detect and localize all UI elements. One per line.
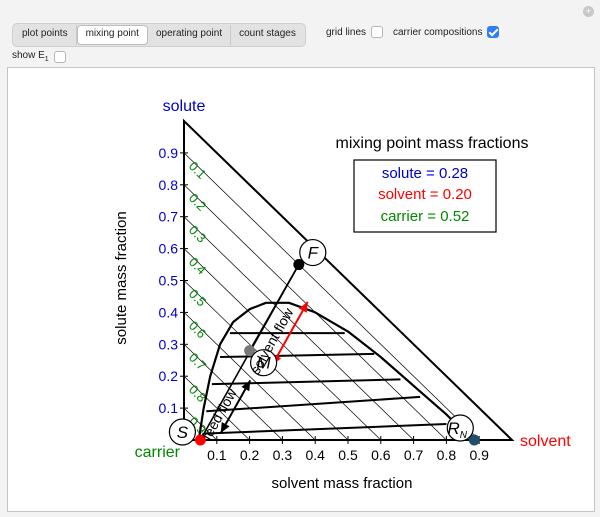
solute-tick-label: 0.1 [159,400,179,416]
carrier-grid-line [183,216,414,441]
solute-tick-label: 0.4 [159,304,179,320]
solvent-flow-arrow-head [298,301,308,313]
y-axis-label: solute mass fraction [113,211,130,344]
grid-lines-label: grid lines [326,26,367,38]
carrier-tick-label: 0.6 [186,318,209,341]
carrier-grid-line [183,248,382,441]
tab-operating-point[interactable]: operating point [148,25,232,45]
tab-mixing-point[interactable]: mixing point [76,25,148,45]
solute-tick-label: 0.3 [159,336,179,352]
carrier-tick-label: 0.2 [186,190,209,213]
carrier-tick-label: 0.3 [186,222,209,245]
point-m-label: M [257,354,272,373]
feed-flow-arrow-head [220,422,230,433]
carrier-grid-line [183,152,480,441]
solute-tick-label: 0.2 [159,368,179,384]
solvent-flow-arrow [271,301,309,366]
point-r-marker [468,434,480,446]
box-solute-value: solute = 0.28 [382,165,468,182]
solvent-tick-label: 0.8 [437,447,457,463]
carrier-tick-label: 0.4 [186,254,209,277]
ternary-plot: 0.1 0.2 0.3 0.4 0.5 0.6 0.7 0.8 0.9 0.1 0.2 0.3 0.4… [113,98,571,492]
point-f-marker [293,259,305,271]
solute-tick-label: 0.5 [159,273,179,289]
box-title: mixing point mass fractions [336,135,529,152]
solute-tick-label: 0.6 [159,241,179,257]
point-s-badge [168,418,196,446]
tab-plot-points[interactable]: plot points [14,25,77,45]
tab-count-stages[interactable]: count stages [239,28,296,39]
x-axis-label: solvent mass fraction [272,475,413,492]
carrier-compositions-checkbox[interactable] [487,26,500,38]
point-s-marker [194,434,206,446]
feed-flow-arrow-head [241,380,251,392]
solute-tick-label: 0.9 [159,145,179,161]
triangle-frame [183,118,515,441]
binodal-curve-group [197,301,474,441]
box-frame [353,159,497,233]
carrier-grid-line [183,344,283,441]
point-m-marker [244,345,256,357]
carrier-grid-line [183,375,250,441]
carrier-grid-line [183,312,316,441]
show-e1-control: show E1 [12,50,66,63]
grid-lines-checkbox[interactable] [371,26,384,38]
solvent-tick-label: 0.1 [207,447,227,463]
solvent-tick-label: 0.9 [469,447,489,463]
binodal-curve [197,301,474,441]
mixing-point-box: mixing point mass fractions solute = 0.2… [336,135,529,233]
point-m-badge [250,349,278,377]
corner-label-carrier: carrier [135,444,181,461]
box-solvent-value: solvent = 0.20 [378,186,472,203]
triangle-outline [183,118,515,441]
plot-panel: 0.1 0.2 0.3 0.4 0.5 0.6 0.7 0.8 0.9 0.1 0.2 0.3 0.4… [7,67,595,512]
corner-label-solute: solute [163,98,206,115]
point-f-badge [299,238,327,267]
feed-flow-arrow [219,379,252,434]
tie-line [220,352,375,359]
solute-tick-label: 0.8 [159,177,179,193]
solute-tick-label: 0.7 [159,209,179,225]
point-r-subscript: N [460,430,468,441]
carrier-compositions-label: carrier compositions [393,26,483,38]
box-carrier-value: carrier = 0.52 [381,208,470,225]
tie-lines [203,332,447,435]
carrier-tick-label: 0.5 [186,286,209,309]
tie-line [206,395,421,413]
tie-line [203,423,447,435]
solvent-tick-label: 0.6 [371,447,391,463]
solvent-tick-label: 0.2 [240,447,260,463]
tie-line [211,378,401,386]
show-e1-label: show E1 [12,50,49,63]
corner-label-solvent: solvent [520,433,571,450]
point-f-label: F [308,244,320,263]
mode-tabs: plot points mixing point operating point… [12,23,306,47]
point-s-label: S [177,423,189,442]
show-e1-checkbox[interactable] [53,50,66,63]
carrier-compositions-control: carrier compositions [393,26,500,38]
solvent-tick-label: 0.3 [273,447,293,463]
mixing-line [248,264,300,352]
solvent-tick-label: 0.5 [338,447,358,463]
solvent-tick-label: 0.7 [404,447,424,463]
carrier-tick-label: 0.1 [186,158,209,181]
grid-lines-control: grid lines [326,26,384,38]
point-r-badge [446,414,474,442]
settings-gear-icon[interactable]: + [583,6,594,17]
carrier-tick-label: 0.7 [186,350,209,373]
solvent-tick-label: 0.4 [305,447,325,463]
